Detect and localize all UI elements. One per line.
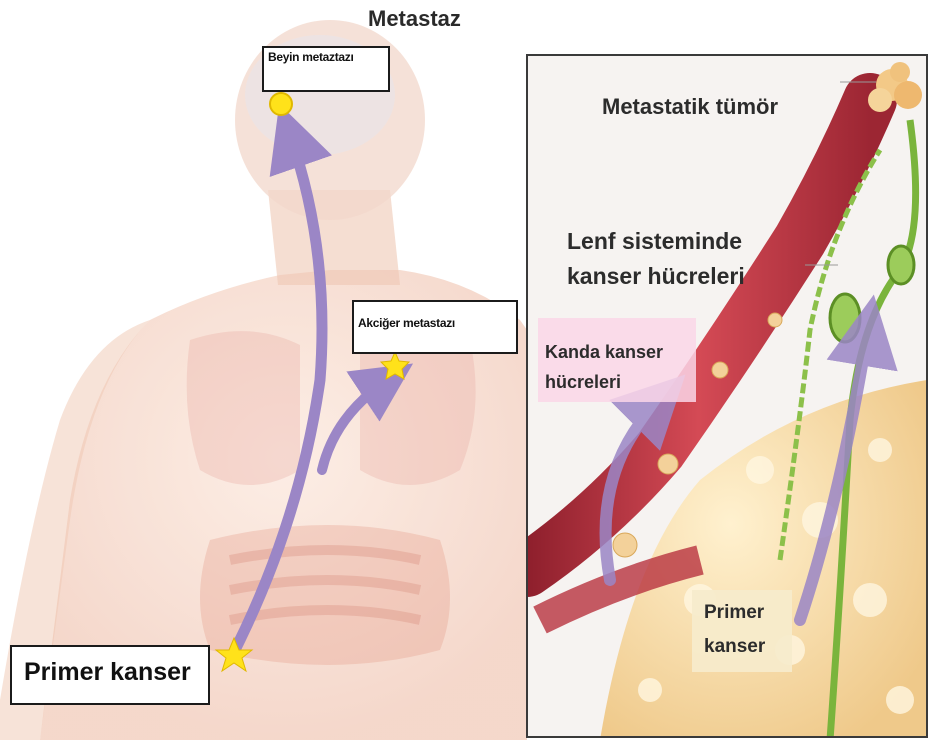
blood-cancer-cells-label-line2: hücreleri (545, 372, 621, 393)
lung-metastasis-label: Akciğer metastazı (352, 300, 518, 354)
blood-cancer-cells-label-line1: Kanda kanser (545, 342, 663, 363)
lymph-cancer-cells-label-line1: Lenf sisteminde (567, 228, 742, 255)
inset-primary-cancer-label-line2: kanser (704, 636, 765, 658)
brain-tumor-marker (270, 93, 292, 115)
brain-metastasis-label: Beyin metaztazı (262, 46, 390, 92)
lymph-cancer-cells-label-line2: kanser hücreleri (567, 263, 745, 290)
human-body (0, 20, 527, 740)
metastatic-tumor-label: Metastatik tümör (602, 94, 778, 120)
primary-cancer-label: Primer kanser (10, 645, 210, 705)
page-title: Metastaz (368, 6, 461, 32)
inset-primary-cancer-label-line1: Primer (704, 602, 764, 624)
